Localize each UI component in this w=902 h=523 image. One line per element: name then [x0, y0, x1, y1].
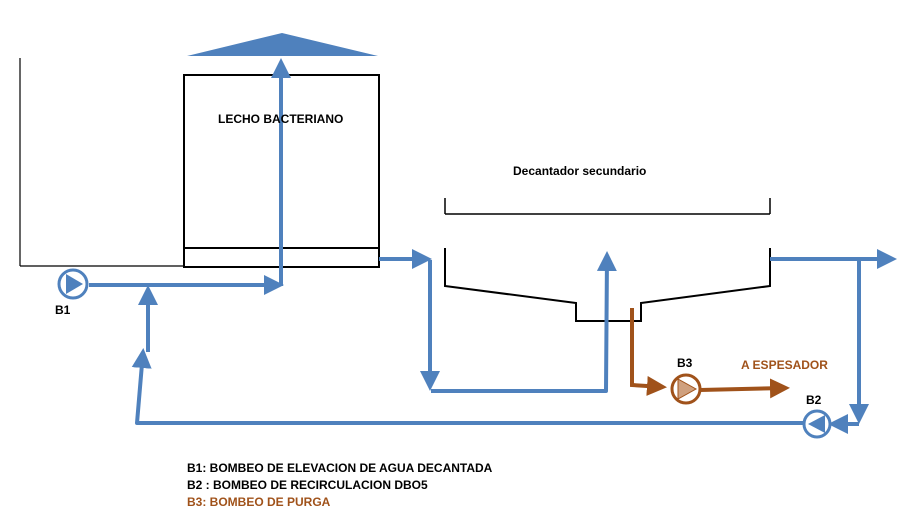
flow-bottom-to-center [431, 251, 617, 393]
purge-lines [630, 308, 790, 399]
purge-to-thickener [699, 378, 790, 399]
thickener-label: A ESPESADOR [741, 358, 828, 372]
pump-b2-label: B2 [806, 393, 822, 407]
legend-b1: B1: BOMBEO DE ELEVACION DE AGUA DECANTAD… [187, 461, 493, 475]
pump-b3-label: B3 [677, 356, 693, 370]
pump-b2-icon [802, 409, 832, 439]
legend: B1: BOMBEO DE ELEVACION DE AGUA DECANTAD… [187, 460, 492, 511]
legend-b3: B3: BOMBEO DE PURGA [187, 495, 331, 509]
clarifier-label: Decantador secundario [513, 164, 646, 178]
ground-lines [19, 58, 184, 267]
pump-b3-icon [670, 373, 702, 405]
purge-down [630, 308, 667, 396]
pump-b1-icon [57, 268, 89, 300]
pump-b1-label: B1 [55, 303, 71, 317]
flow-lines [89, 58, 897, 434]
legend-b2: B2 : BOMBEO DE RECIRCULACION DBO5 [187, 478, 428, 492]
filter-label: LECHO BACTERIANO [218, 112, 343, 126]
flow-recirculation-return [131, 348, 807, 425]
filter-roof [187, 33, 378, 56]
